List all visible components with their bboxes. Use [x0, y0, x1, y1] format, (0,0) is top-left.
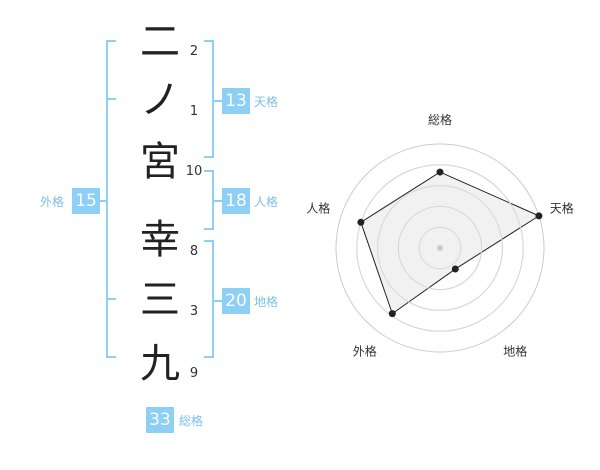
stroke-count-5: 3 — [189, 304, 199, 319]
soukaku-value-badge: 33 — [146, 407, 174, 433]
name-char-3: 宮 — [140, 139, 180, 185]
tenkaku-bracket-line — [212, 40, 214, 158]
radar-axis-label-1: 天格 — [550, 200, 574, 215]
name-char-5: 三 — [140, 277, 180, 323]
chikaku-value-badge: 20 — [222, 288, 250, 314]
stroke-count-1: 2 — [189, 44, 199, 59]
radar-ring-overlay-3 — [377, 185, 503, 311]
gaikaku-bracket-arm — [98, 200, 106, 202]
jinkaku-bracket-arm — [214, 200, 222, 202]
gaikaku-bracket-bottom — [106, 356, 116, 358]
radar-ring-5 — [335, 143, 545, 353]
radar-point-2 — [451, 265, 459, 273]
jinkaku-bracket-top — [204, 170, 214, 172]
jinkaku-label: 人格 — [254, 195, 279, 209]
chikaku-bracket-arm — [214, 300, 222, 302]
stroke-count-4: 8 — [189, 244, 199, 259]
stroke-count-2: 1 — [189, 104, 199, 119]
radar-axis-label-2: 地格 — [503, 344, 527, 359]
tenkaku-bracket-bottom — [204, 156, 214, 158]
tenkaku-bracket-top — [204, 40, 214, 42]
jinkaku-bracket-line — [212, 170, 214, 230]
soukaku-label: 総格 — [179, 414, 204, 428]
radar-point-4 — [357, 218, 365, 226]
radar-axis-label-3: 外格 — [353, 344, 377, 359]
gaikaku-bracket-top — [106, 40, 116, 42]
tenkaku-value-badge: 13 — [222, 88, 250, 114]
chikaku-bracket-top — [204, 240, 214, 242]
name-char-4: 幸 — [140, 217, 180, 263]
chikaku-label: 地格 — [254, 295, 279, 309]
tenkaku-bracket-arm — [214, 100, 222, 102]
radar-axis-label-0: 総格 — [428, 112, 452, 127]
name-char-1: 二 — [140, 19, 180, 65]
radar-point-1 — [535, 212, 543, 220]
radar-point-3 — [388, 310, 396, 318]
tenkaku-label: 天格 — [254, 95, 279, 109]
radar-ring-overlay-1 — [418, 226, 462, 270]
radar-center-dot — [437, 245, 443, 251]
gaikaku-label: 外格 — [40, 195, 65, 209]
radar-axis-label-4: 人格 — [306, 200, 330, 215]
chikaku-bracket-line — [212, 240, 214, 358]
name-char-6: 九 — [140, 341, 180, 387]
gaikaku-bracket-tick-2 — [106, 298, 116, 300]
gaikaku-value-badge: 15 — [72, 188, 100, 214]
stroke-count-3: 10 — [185, 164, 203, 179]
radar-point-0 — [436, 168, 444, 176]
stroke-count-6: 9 — [189, 366, 199, 381]
chikaku-bracket-bottom — [204, 356, 214, 358]
gaikaku-bracket-line — [106, 40, 108, 358]
jinkaku-value-badge: 18 — [222, 188, 250, 214]
name-char-2: ノ — [140, 77, 180, 123]
radar-ring-overlay-4 — [356, 164, 524, 332]
radar-ring-overlay-2 — [397, 205, 483, 291]
radar-series-polygon — [360, 171, 540, 315]
jinkaku-bracket-bottom — [204, 228, 214, 230]
gaikaku-bracket-tick-1 — [106, 98, 116, 100]
